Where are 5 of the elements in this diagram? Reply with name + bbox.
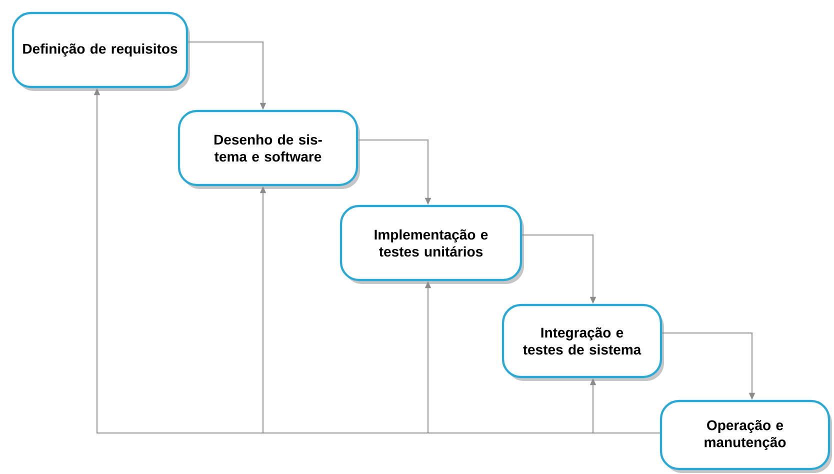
process-box: Integração e testes de sistema — [502, 304, 664, 381]
process-box: Definição de requisitos — [12, 12, 190, 91]
process-box: Desenho de sis- tema e software — [178, 110, 360, 189]
process-box: Implementação e testes unitários — [340, 204, 524, 284]
process-box: Operação e manutenção — [660, 400, 832, 473]
